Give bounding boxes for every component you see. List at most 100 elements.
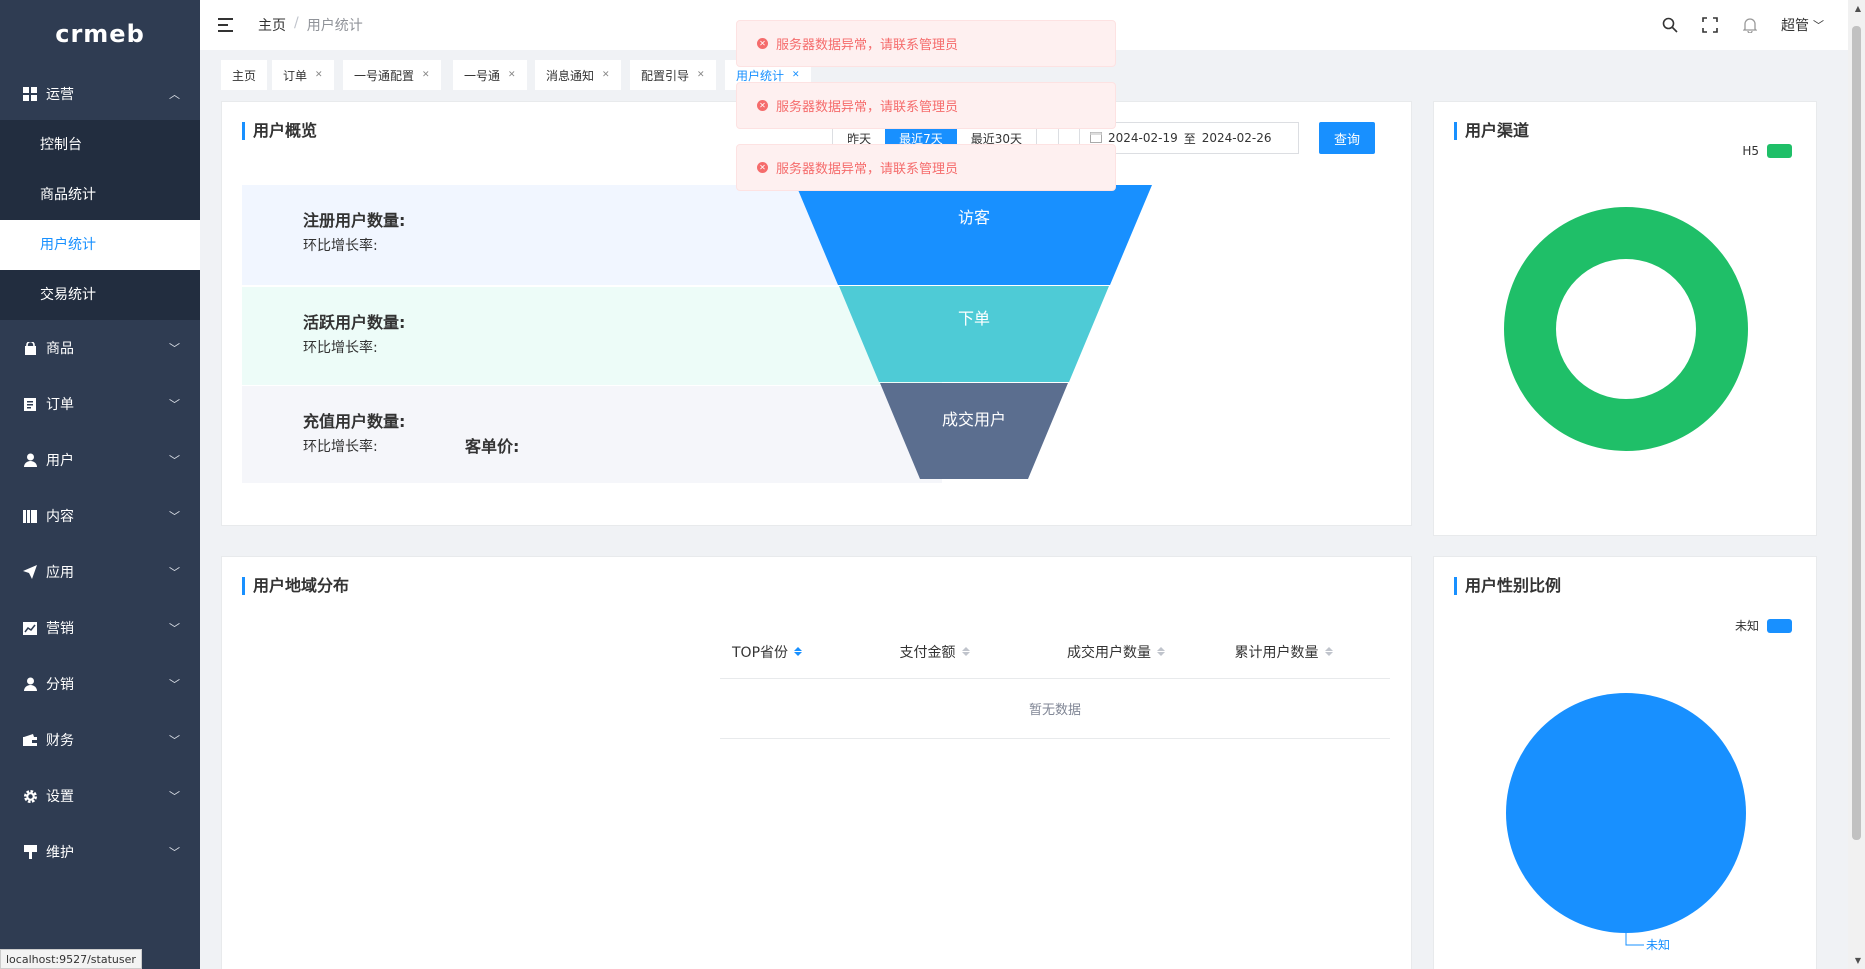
fullscreen-icon[interactable] xyxy=(1701,16,1719,34)
bag-icon xyxy=(22,340,38,356)
sidebar-item-trade-stats[interactable]: 交易统计 xyxy=(40,287,96,303)
notification-text: 服务器数据异常，请联系管理员 xyxy=(776,38,959,53)
menu-group-label: 维护 xyxy=(46,845,74,861)
tab-config-guide[interactable]: 配置引导✕ xyxy=(630,60,716,90)
channel-donut-chart xyxy=(1504,207,1748,451)
tab-yihaotong-config[interactable]: 一号通配置✕ xyxy=(343,60,441,90)
menu-group-label: 订单 xyxy=(46,397,74,413)
region-table: TOP省份 支付金额 成交用户数量 累计用户数量 暂无数据 xyxy=(720,625,1390,739)
column-header[interactable]: 支付金额 xyxy=(888,642,1056,662)
sort-icon[interactable] xyxy=(1157,647,1165,656)
sidebar-item-product-stats[interactable]: 商品统计 xyxy=(40,187,96,203)
sort-icon[interactable] xyxy=(1324,647,1333,656)
empty-text: 暂无数据 xyxy=(720,679,1390,739)
stat-label: 活跃用户数量: xyxy=(303,313,406,332)
chevron-down-icon: ﹀ xyxy=(169,510,180,523)
tab-orders[interactable]: 订单 ✕ xyxy=(272,60,334,90)
sort-icon[interactable] xyxy=(961,647,970,656)
query-button[interactable]: 查询 xyxy=(1319,122,1375,154)
column-header[interactable]: TOP省份 xyxy=(720,642,888,662)
funnel-chart: 访客 下单 成交用户 xyxy=(796,185,1152,479)
menu-toggle-icon[interactable] xyxy=(218,18,236,32)
stat-row-recharge: 充值用户数量: 环比增长率: 客单价: xyxy=(242,386,942,483)
breadcrumb-current: 用户统计 xyxy=(306,18,363,34)
tab-label: 消息通知 xyxy=(546,68,595,83)
chart-icon xyxy=(22,620,38,636)
column-header[interactable]: 成交用户数量 xyxy=(1055,642,1223,662)
stat-rate: 环比增长率: xyxy=(303,238,378,254)
column-label: 成交用户数量 xyxy=(1067,644,1151,661)
error-icon: ✕ xyxy=(757,162,768,173)
stat-rate: 环比增长率: xyxy=(303,439,378,455)
submenu-operations: 控制台 商品统计 用户统计 交易统计 xyxy=(0,120,200,320)
date-range-input[interactable]: 2024-02-19 至 2024-02-26 xyxy=(1079,122,1299,154)
clipboard-icon xyxy=(22,396,38,412)
stat-rate: 环比增长率: xyxy=(303,340,378,356)
error-notification: ✕ 服务器数据异常，请联系管理员 xyxy=(736,82,1116,129)
close-icon[interactable]: ✕ xyxy=(315,70,323,80)
user-menu[interactable]: 超管 ﹀ xyxy=(1781,15,1824,35)
close-icon[interactable]: ✕ xyxy=(697,70,705,80)
range-yesterday[interactable]: 昨天 xyxy=(847,131,872,146)
menu-group-marketing[interactable]: 营销 ﹀ xyxy=(0,600,200,656)
tab-label: 订单 xyxy=(283,68,308,83)
sort-icon[interactable] xyxy=(794,647,803,656)
sidebar: crmeb 运营 ︿ 控制台 商品统计 用户统计 交易统计 商品 ﹀ 订单 ﹀ … xyxy=(0,0,200,969)
menu-group-operations[interactable]: 运营 ︿ xyxy=(0,68,200,120)
user-icon xyxy=(22,676,38,692)
close-icon[interactable]: ✕ xyxy=(422,70,430,80)
menu-group-label: 运营 xyxy=(46,87,74,103)
region-title: 用户地域分布 xyxy=(242,577,349,595)
chevron-down-icon: ﹀ xyxy=(169,790,180,803)
close-icon[interactable]: ✕ xyxy=(508,70,516,80)
range-custom[interactable] xyxy=(1036,123,1058,153)
gender-title: 用户性别比例 xyxy=(1454,577,1561,595)
tab-yihaotong[interactable]: 一号通✕ xyxy=(453,60,527,90)
menu-group-settings[interactable]: 设置 ﹀ xyxy=(0,768,200,824)
menu-group-content[interactable]: 内容 ﹀ xyxy=(0,488,200,544)
logo[interactable]: crmeb xyxy=(55,20,145,48)
channel-legend[interactable]: H5 xyxy=(1742,144,1792,158)
chevron-down-icon: ﹀ xyxy=(169,846,180,859)
page-scrollbar[interactable]: ▲ ▼ xyxy=(1848,0,1865,969)
scroll-down-icon[interactable]: ▼ xyxy=(1854,956,1861,965)
breadcrumb-home[interactable]: 主页 xyxy=(258,18,286,34)
stat-label: 注册用户数量: xyxy=(303,211,406,230)
menu-group-maintenance[interactable]: 维护 ﹀ xyxy=(0,824,200,880)
menu-group-apps[interactable]: 应用 ﹀ xyxy=(0,544,200,600)
menu-group-products[interactable]: 商品 ﹀ xyxy=(0,320,200,376)
bell-icon[interactable] xyxy=(1741,16,1759,34)
pie-label-line xyxy=(1625,933,1644,946)
funnel-label: 成交用户 xyxy=(942,410,1006,429)
tab-message-notify[interactable]: 消息通知 ✕ xyxy=(535,60,621,90)
error-icon: ✕ xyxy=(757,100,768,111)
close-icon[interactable]: ✕ xyxy=(792,70,800,80)
gender-legend[interactable]: 未知 xyxy=(1735,617,1792,634)
menu-group-label: 设置 xyxy=(46,789,74,805)
funnel-segment-orders xyxy=(839,286,1109,382)
close-icon[interactable]: ✕ xyxy=(602,70,610,80)
menu-group-orders[interactable]: 订单 ﹀ xyxy=(0,376,200,432)
tab-home[interactable]: 主页 xyxy=(221,60,268,90)
error-notification: ✕ 服务器数据异常，请联系管理员 xyxy=(736,144,1116,191)
range-30days[interactable]: 最近30天 xyxy=(970,131,1022,146)
search-icon[interactable] xyxy=(1661,16,1679,34)
menu-group-distribution[interactable]: 分销 ﹀ xyxy=(0,656,200,712)
scrollbar-thumb[interactable] xyxy=(1852,26,1861,840)
legend-label: 未知 xyxy=(1734,619,1759,633)
chevron-down-icon: ﹀ xyxy=(169,678,180,691)
tab-label: 主页 xyxy=(232,68,257,83)
column-header[interactable]: 累计用户数量 xyxy=(1223,642,1391,662)
sidebar-item-dashboard[interactable]: 控制台 xyxy=(40,137,82,153)
channel-title: 用户渠道 xyxy=(1454,122,1529,140)
chevron-up-icon: ︿ xyxy=(169,88,180,101)
donut-ring-h5 xyxy=(1504,207,1748,451)
column-label: 支付金额 xyxy=(899,644,956,661)
overview-card: 用户概览 昨天 最近7天 最近30天 2024-02-19 至 2024-02-… xyxy=(221,101,1412,526)
sidebar-item-user-stats[interactable]: 用户统计 xyxy=(0,220,200,270)
scroll-up-icon[interactable]: ▲ xyxy=(1854,4,1861,13)
table-header: TOP省份 支付金额 成交用户数量 累计用户数量 xyxy=(720,625,1390,679)
chevron-down-icon: ﹀ xyxy=(169,622,180,635)
menu-group-users[interactable]: 用户 ﹀ xyxy=(0,432,200,488)
menu-group-finance[interactable]: 财务 ﹀ xyxy=(0,712,200,768)
